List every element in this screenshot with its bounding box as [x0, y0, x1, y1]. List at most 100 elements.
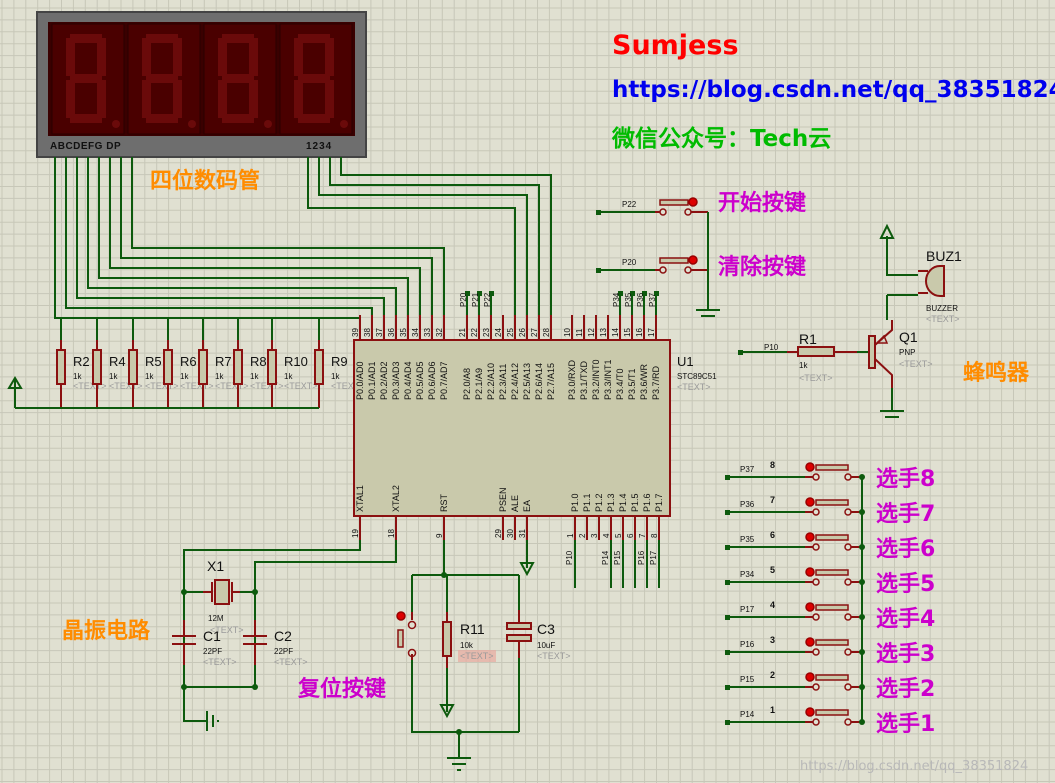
- segment: [97, 38, 106, 76]
- q1-text: <TEXT>: [899, 359, 933, 369]
- button-actuator-icon[interactable]: [688, 255, 698, 265]
- junction-dot: [859, 544, 865, 550]
- wire: [886, 236, 918, 276]
- pin-number: 16: [635, 328, 644, 337]
- player-button-2[interactable]: [812, 674, 852, 691]
- button-actuator-icon[interactable]: [805, 532, 815, 542]
- pin-name: P2.6/A14: [534, 363, 544, 400]
- net-terminal: [725, 615, 730, 620]
- mcu-u1[interactable]: [353, 339, 671, 517]
- pin-name: P0.6/AD6: [427, 361, 437, 400]
- seven-segment-display[interactable]: [36, 11, 367, 158]
- capacitor-ref: C2: [274, 628, 292, 644]
- button-actuator-icon[interactable]: [396, 611, 406, 621]
- net-terminal: [596, 268, 601, 273]
- segment: [294, 80, 303, 118]
- player-button-3[interactable]: [812, 639, 852, 656]
- segment: [298, 114, 330, 123]
- resistor-r5[interactable]: [128, 349, 138, 385]
- resistor-ref: R7: [215, 354, 232, 369]
- ground-arrow-icon: [439, 704, 455, 719]
- button-actuator-icon[interactable]: [805, 672, 815, 682]
- segment: [66, 38, 75, 76]
- mcu-part: STC89C51: [677, 372, 717, 381]
- blog-url: https://blog.csdn.net/qq_38351824: [612, 77, 1055, 103]
- clear-button[interactable]: [659, 257, 692, 274]
- pin-number: 39: [351, 328, 360, 337]
- pin-number: 9: [435, 533, 444, 538]
- player-button-1[interactable]: [812, 709, 852, 726]
- net-label: P16: [740, 640, 755, 649]
- resistor-r4[interactable]: [92, 349, 102, 385]
- resistor-ref: R8: [250, 354, 267, 369]
- segment: [325, 38, 334, 76]
- crystal-ref: X1: [207, 558, 224, 574]
- resistor-r1[interactable]: [797, 346, 835, 357]
- button-actuator-icon[interactable]: [805, 567, 815, 577]
- resistor-r6[interactable]: [163, 349, 173, 385]
- pin-name: P3.1/TXD: [579, 360, 589, 400]
- wire: [411, 660, 519, 733]
- segment: [294, 38, 303, 76]
- player-label: 选手5: [876, 572, 935, 597]
- segment: [222, 74, 254, 83]
- segment: [222, 34, 254, 43]
- pin-number: 14: [611, 328, 620, 337]
- pin-name: P2.3/A11: [498, 364, 508, 400]
- resistor-text: <TEXT>: [215, 381, 249, 391]
- watermark: https://blog.csdn.net/qq_38351824: [800, 759, 1028, 774]
- net-terminal: [654, 291, 659, 296]
- crystal-body: [214, 579, 230, 605]
- button-actuator-icon[interactable]: [805, 497, 815, 507]
- pin-number: 27: [530, 328, 539, 337]
- segment: [173, 80, 182, 118]
- resistor-r7[interactable]: [198, 349, 208, 385]
- pin-number: 17: [647, 328, 656, 337]
- crystal-x1[interactable]: [214, 579, 230, 605]
- pin-number: 35: [399, 328, 408, 337]
- button-actuator-icon[interactable]: [805, 707, 815, 717]
- net-label: P35: [624, 292, 633, 307]
- q1-value: PNP: [899, 348, 915, 357]
- resistor-r11[interactable]: [442, 621, 452, 657]
- pin-name: P3.0/RXD: [567, 359, 577, 400]
- net-label: P14: [601, 550, 610, 565]
- net-label: P35: [740, 535, 755, 544]
- capacitor-c3[interactable]: [506, 622, 532, 642]
- pin-name: P0.3/AD3: [391, 361, 401, 400]
- pin-name: P2.1/A9: [474, 368, 484, 400]
- pin-name: P1.0: [570, 493, 580, 512]
- segment: [218, 38, 227, 76]
- pin-name: P1.3: [606, 493, 616, 512]
- pin-name: P0.7/AD7: [439, 361, 449, 400]
- player-button-6[interactable]: [812, 534, 852, 551]
- pin-number: 21: [458, 328, 467, 337]
- net-terminal: [738, 350, 743, 355]
- resistor-r10[interactable]: [267, 349, 277, 385]
- resistor-r2[interactable]: [56, 349, 66, 385]
- net-label: P10: [565, 550, 574, 565]
- button-actuator-icon[interactable]: [805, 462, 815, 472]
- button-actuator-icon[interactable]: [805, 637, 815, 647]
- button-actuator-icon[interactable]: [688, 197, 698, 207]
- resistor-r9[interactable]: [314, 349, 324, 385]
- player-button-5[interactable]: [812, 569, 852, 586]
- net-terminal: [725, 510, 730, 515]
- net-label: P36: [740, 500, 755, 509]
- player-button-4[interactable]: [812, 604, 852, 621]
- segment-pin-labels: ABCDEFG DP: [50, 141, 121, 152]
- button-actuator-icon[interactable]: [805, 602, 815, 612]
- buzzer-buz1[interactable]: [925, 265, 945, 297]
- pin-number: 1: [566, 533, 575, 538]
- wire: [874, 320, 893, 346]
- pin-number: 30: [506, 529, 515, 538]
- junction-dot: [456, 729, 462, 735]
- pin-name: P2.4/A12: [510, 363, 520, 400]
- start-button[interactable]: [659, 199, 692, 216]
- junction-dot: [859, 509, 865, 515]
- resistor-r8[interactable]: [233, 349, 243, 385]
- segment-wire: [109, 157, 421, 315]
- r1-text: <TEXT>: [799, 373, 833, 383]
- pin-name: XTAL2: [391, 485, 401, 512]
